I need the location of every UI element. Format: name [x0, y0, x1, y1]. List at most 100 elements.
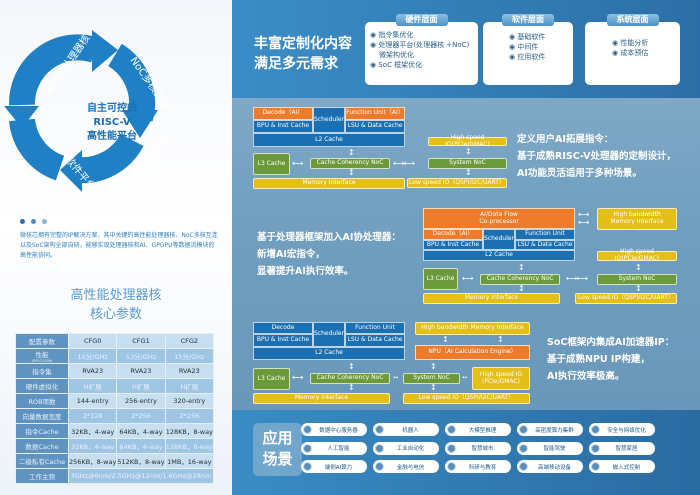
- arrow-icon: ⟷⟷: [566, 274, 588, 283]
- params-title: 高性能处理器核核心参数: [70, 288, 162, 322]
- block: Memory Interface: [253, 393, 390, 404]
- arrow-icon: ⟷: [462, 274, 474, 283]
- block: Low speed IO（QSPI/I2C/UART）: [575, 293, 677, 304]
- arrow-icon: ↕: [465, 168, 472, 177]
- block: L2 Cache: [253, 347, 405, 360]
- arrow-icon: ↕: [430, 383, 437, 392]
- block: Cache Coherency NoC: [310, 373, 390, 384]
- app-icon: [303, 443, 312, 453]
- block: System NoC: [597, 274, 677, 285]
- block: High bandwidth Memory Interface: [415, 322, 530, 335]
- left-panel: 高性能处理器核 NoC多核互连 SoC架构 软件平台 自主可控的 RISC-V …: [0, 0, 232, 495]
- apps-title: 应用场景: [253, 423, 302, 476]
- intro-text: 微核芯拥有完整的IP解决方案，其中关键的高性能处理器核、NoC多核互连以及SoC…: [20, 232, 218, 259]
- app-icon: [591, 462, 600, 471]
- block: Function Unit: [515, 229, 575, 240]
- app-pill: 嵌入式控制: [589, 460, 655, 473]
- arrow-icon: ↕: [348, 383, 355, 392]
- block: Decode（AI）: [253, 107, 313, 120]
- app-pill: 数据中心服务器: [301, 423, 367, 436]
- diagram-description: 定义用户AI拓展指令：基于成熟RISC-V处理器的定制设计，AI功能灵活适用于多…: [517, 134, 676, 179]
- app-pill: 高密度算力集群: [517, 423, 583, 436]
- block: L3 Cache: [423, 268, 458, 290]
- arrowhead-icon: [92, 30, 118, 72]
- block: Function Unit: [345, 322, 405, 334]
- svg-text:RISC-V: RISC-V: [93, 117, 131, 128]
- applications-section: 应用场景 数据中心服务器机器人大模型推理高密度算力集群安全与网络优化人工智能工业…: [232, 410, 700, 495]
- block: High speed IO(PCIe/GMAC): [597, 248, 677, 262]
- block: BPU & Inst Cache: [253, 120, 313, 133]
- arrow-icon: ↕: [518, 263, 525, 272]
- app-pill: 金融与电信: [373, 460, 439, 473]
- arrow-icon: ⟷: [292, 159, 304, 168]
- arrow-icon: ↔: [393, 374, 399, 381]
- app-icon: [303, 462, 312, 471]
- cycle-arc-3: [77, 133, 144, 184]
- arrow-icon: ↕: [635, 284, 642, 293]
- cycle-arc-4: [9, 118, 65, 181]
- app-pill: 高端移动设备: [517, 460, 583, 473]
- arrow-icon: ↕: [518, 284, 525, 293]
- app-pill: 机器人: [373, 423, 439, 436]
- app-icon: [375, 443, 384, 453]
- block: Decode（AI）: [423, 229, 483, 240]
- app-icon: [591, 425, 600, 434]
- arrow-icon: ↕: [430, 362, 437, 371]
- app-icon: [447, 462, 456, 471]
- card-software: 软件层面 ◉ 基础软件 ◉ 中间件 ◉ 应用软件: [483, 14, 573, 85]
- app-icon: [519, 425, 528, 434]
- block: L3 Cache: [253, 153, 290, 175]
- block: System NoC: [428, 158, 507, 169]
- block: L2 Cache: [253, 133, 405, 147]
- arrow-icon: ⟷⟷: [393, 159, 415, 168]
- app-pill: 智慧家居: [589, 441, 655, 455]
- arrow-icon: ↕: [465, 147, 472, 156]
- block: Cache Coherency NoC: [310, 158, 390, 169]
- arrow-icon: ↕: [348, 362, 355, 371]
- block: NPU（AI Calculation Engine）: [415, 345, 530, 360]
- cycle-diagram: 高性能处理器核 NoC多核互连 SoC架构 软件平台 自主可控的 RISC-V …: [4, 30, 173, 193]
- block: Scheduler: [313, 107, 345, 133]
- cycle-arc-1: [9, 34, 99, 106]
- block: Cache Coherency NoC: [480, 274, 560, 285]
- app-icon: [447, 425, 456, 434]
- app-pill: 工业自动化: [373, 441, 439, 455]
- card-hardware: 硬件层面 ◉ 指令集优化 ◉ 处理器平台(处理器核 +NoC) 微架构优化 ◉ …: [365, 14, 478, 85]
- block: L3 Cache: [253, 368, 290, 390]
- arrow-icon: ⟷: [578, 210, 590, 219]
- block: LSU & Data Cache: [345, 334, 405, 347]
- block: Memory Interface: [253, 178, 405, 189]
- app-icon: [375, 462, 384, 471]
- header-title: 丰富定制化内容满足多元需求: [254, 36, 352, 72]
- arrow-icon: ↕: [635, 263, 642, 272]
- block: LSU & Data Cache: [515, 240, 575, 250]
- arrowhead-icon: [60, 150, 82, 192]
- app-pill: 科研与教育: [445, 460, 511, 473]
- block: LSU & Data Cache: [345, 120, 405, 133]
- arrow-icon: ↔: [462, 374, 468, 381]
- block: Scheduler: [483, 229, 515, 250]
- app-icon: [375, 425, 384, 434]
- arrow-icon: ↕: [497, 335, 504, 344]
- app-icon: [519, 443, 528, 453]
- app-pill: 端侧AI算力: [301, 460, 367, 473]
- block: Decode: [253, 322, 313, 334]
- arrow-icon: ↕: [348, 148, 355, 157]
- block: Scheduler: [313, 322, 345, 347]
- arrow-icon: ↕: [348, 168, 355, 177]
- block: BPU & Inst Cache: [253, 334, 313, 347]
- app-pill: 安全与网络优化: [589, 423, 655, 436]
- block: Low speed IO（QSPI/I2C/UART）: [407, 178, 507, 188]
- block: High speed IO(PCIe/GMAC): [428, 134, 507, 147]
- card-system: 系统层面 ◉ 性能分析 ◉ 成本预估: [585, 14, 680, 85]
- block: Low speed IO（QSPI/I2C/UART）: [403, 393, 530, 404]
- seg-label: SoC架构: [137, 133, 172, 172]
- app-icon: [447, 443, 456, 453]
- arrow-icon: ↕: [442, 335, 449, 344]
- diagram-description: SoC框架内集成AI加速器IP：基于成熟NPU IP构建，AI执行效率极高。: [547, 337, 675, 382]
- block: System NoC: [403, 373, 460, 384]
- app-icon: [519, 462, 528, 471]
